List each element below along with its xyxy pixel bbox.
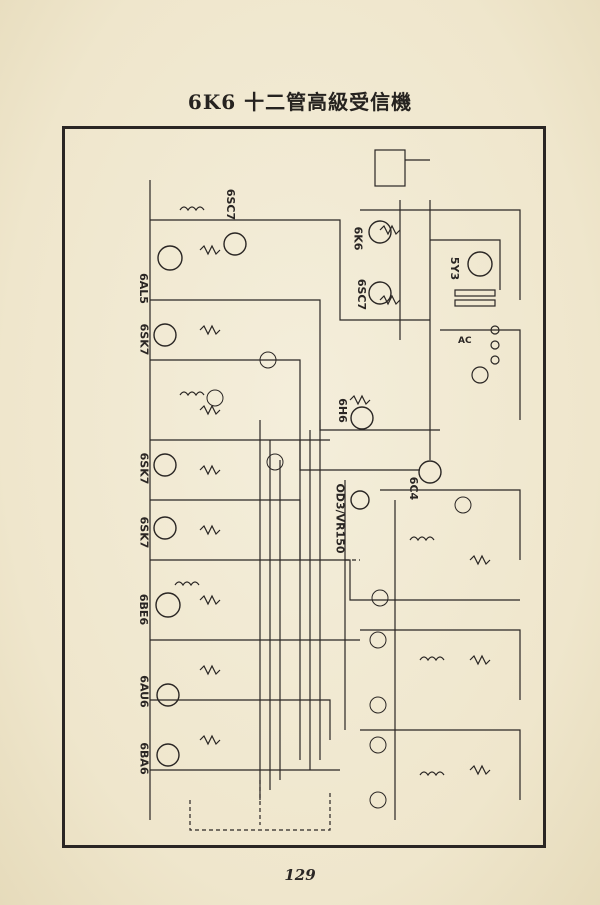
schematic-frame xyxy=(62,126,546,848)
tube-label-6sk7-3: 6SK7 xyxy=(137,516,151,549)
tube-6sk7-symbol-1 xyxy=(153,323,177,347)
tube-6sk7-symbol-2 xyxy=(153,453,177,477)
tube-label-6sk7-1: 6SK7 xyxy=(137,323,151,356)
tube-6be6-symbol xyxy=(155,592,181,618)
page-number: 129 xyxy=(284,866,316,884)
tube-label-od3-vr150: OD3/VR150 xyxy=(333,483,347,554)
tube-label-6c4: 6C4 xyxy=(407,476,421,501)
tube-6k6-symbol xyxy=(368,220,392,244)
tube-6h6-symbol xyxy=(350,406,374,430)
tube-6sc7-symbol-2 xyxy=(368,281,392,305)
page-title: 6K6 十二管高級受信機 xyxy=(187,90,413,114)
tube-label-6h6: 6H6 xyxy=(335,398,349,423)
tube-label-6au6: 6AU6 xyxy=(137,675,151,708)
wiring xyxy=(149,149,521,831)
tube-6au6-symbol xyxy=(156,683,180,707)
tube-6sc7-symbol-1 xyxy=(223,232,247,256)
tube-label-6sc7-1: 6SC7 xyxy=(224,188,238,221)
tube-label-6al5: 6AL5 xyxy=(136,273,150,304)
tube-label-6k6: 6K6 xyxy=(351,226,365,251)
tube-6ba6-symbol xyxy=(156,743,180,767)
tube-6c4-symbol xyxy=(418,460,442,484)
tube-6sk7-symbol-3 xyxy=(153,516,177,540)
tube-5y3-symbol xyxy=(467,251,493,277)
tube-label-6be6: 6BE6 xyxy=(137,593,151,626)
tube-od3-symbol xyxy=(350,490,370,510)
tube-label-6sc7-2: 6SC7 xyxy=(355,278,369,311)
tube-symbols xyxy=(153,220,493,767)
tube-label-6sk7-2: 6SK7 xyxy=(137,452,151,485)
tube-label-5y3: 5Y3 xyxy=(448,256,462,281)
tube-label-6ba6: 6BA6 xyxy=(137,742,151,775)
tube-6al5-symbol xyxy=(157,245,183,271)
ac-label: AC xyxy=(458,336,472,346)
band-switch-wafers xyxy=(206,351,472,809)
